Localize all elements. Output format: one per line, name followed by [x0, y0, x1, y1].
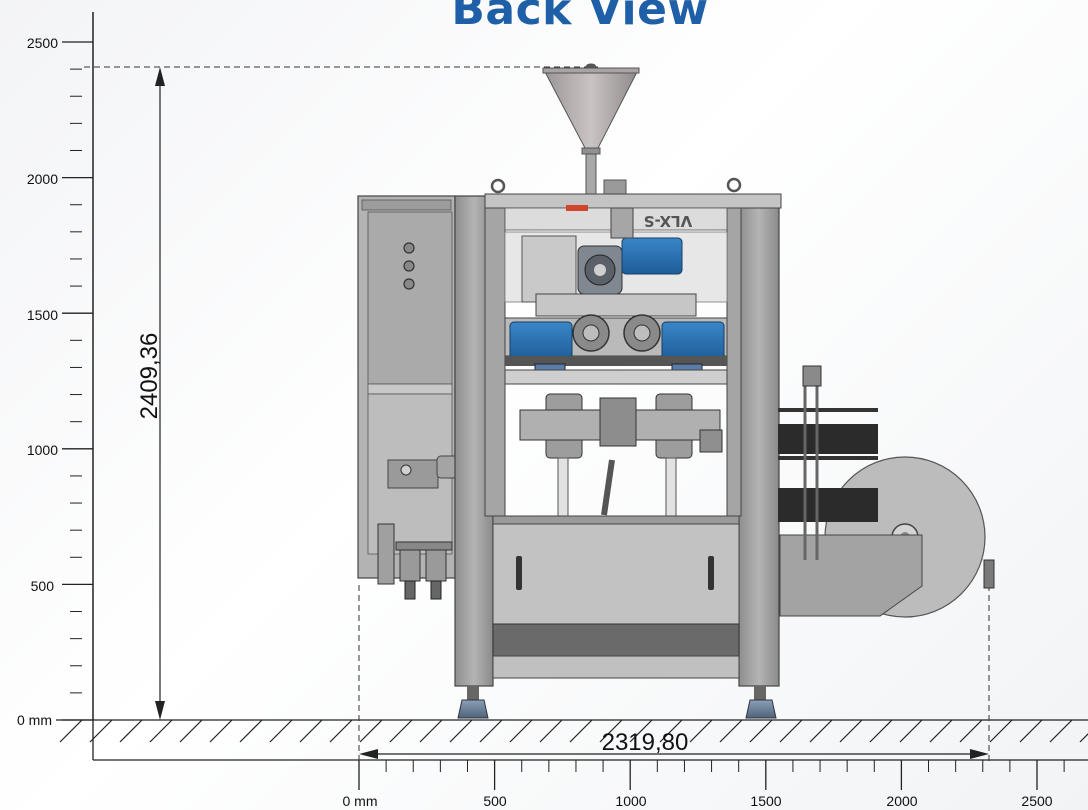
x-tick-label: 2000	[886, 793, 917, 809]
ground-hatch	[929, 719, 953, 743]
machine-label: VLX-S	[644, 212, 693, 230]
ground-hatch	[869, 719, 893, 743]
ground-line	[56, 719, 1088, 743]
lifting-eye	[726, 177, 742, 193]
air-filter-unit	[377, 523, 453, 600]
upper-drive	[504, 207, 728, 303]
frame-post-inner	[726, 195, 742, 517]
ground-hatch	[749, 719, 773, 743]
lifting-eye	[490, 178, 506, 194]
ground-hatch	[539, 719, 563, 743]
frame-post-inner	[484, 195, 506, 517]
y-tick-label: 1500	[27, 307, 58, 323]
x-tick-label: 1000	[615, 793, 646, 809]
jaw-drive	[504, 293, 728, 379]
ground-hatch	[719, 719, 743, 743]
ground-hatch	[89, 719, 113, 743]
ground-hatch	[509, 719, 533, 743]
ground-hatch	[839, 719, 863, 743]
film-reel-unit	[778, 365, 995, 618]
ground-hatch	[149, 719, 173, 743]
width-dimension: 2319,80	[358, 585, 990, 762]
x-tick-label: 1500	[750, 793, 781, 809]
electrical-cabinet	[357, 195, 472, 579]
x-axis-zero-label: 0 mm	[343, 793, 378, 809]
lower-jaw-assembly	[519, 393, 723, 519]
ground-hatch	[59, 719, 83, 743]
ground-hatch	[299, 719, 323, 743]
ground-hatch	[659, 719, 683, 743]
y-axis: 2500 2000 1500 1000 500 0 mm	[17, 12, 94, 728]
width-dimension-label: 2319,80	[602, 729, 689, 756]
ground-hatch	[179, 719, 203, 743]
ground-hatch	[989, 719, 1013, 743]
ground-hatch	[209, 719, 233, 743]
ground-hatch	[239, 719, 263, 743]
ground-hatch	[629, 719, 653, 743]
ground-hatch	[269, 719, 293, 743]
ground-hatch	[779, 719, 803, 743]
ground-hatch	[479, 719, 503, 743]
ground-hatch	[899, 719, 923, 743]
ground-hatch	[389, 719, 413, 743]
y-tick-label: 2000	[27, 171, 58, 187]
y-axis-zero-label: 0 mm	[17, 712, 52, 728]
y-tick-label: 1000	[27, 442, 58, 458]
frame-post	[738, 195, 780, 687]
cross-bar	[504, 369, 728, 385]
product-funnel	[542, 63, 640, 197]
x-axis: 0 mm 500 1000 1500 2000 2500	[92, 720, 1088, 809]
page-title: Back View	[451, 0, 709, 35]
packaging-machine: VLX-S	[357, 63, 995, 719]
y-tick-label: 2500	[27, 35, 58, 51]
ground-hatch	[419, 719, 443, 743]
ground-hatch	[599, 719, 623, 743]
ground-hatch	[569, 719, 593, 743]
height-dimension-label: 2409,36	[136, 333, 163, 420]
ground-hatch	[1049, 719, 1073, 743]
x-tick-label: 2500	[1021, 793, 1052, 809]
height-dimension: 2409,36	[84, 66, 598, 720]
ground-hatch	[689, 719, 713, 743]
ground-hatch	[1079, 733, 1088, 743]
ground-hatch	[809, 719, 833, 743]
x-tick-label: 500	[483, 793, 507, 809]
ground-hatch	[959, 719, 983, 743]
ground-hatch	[119, 719, 143, 743]
y-tick-label: 500	[31, 578, 55, 594]
ground-hatch	[1019, 719, 1043, 743]
ground-hatch	[449, 719, 473, 743]
ground-hatch	[359, 719, 383, 743]
ground-hatch	[329, 719, 353, 743]
machine-feet	[457, 686, 777, 719]
lower-cabinet	[492, 515, 740, 679]
